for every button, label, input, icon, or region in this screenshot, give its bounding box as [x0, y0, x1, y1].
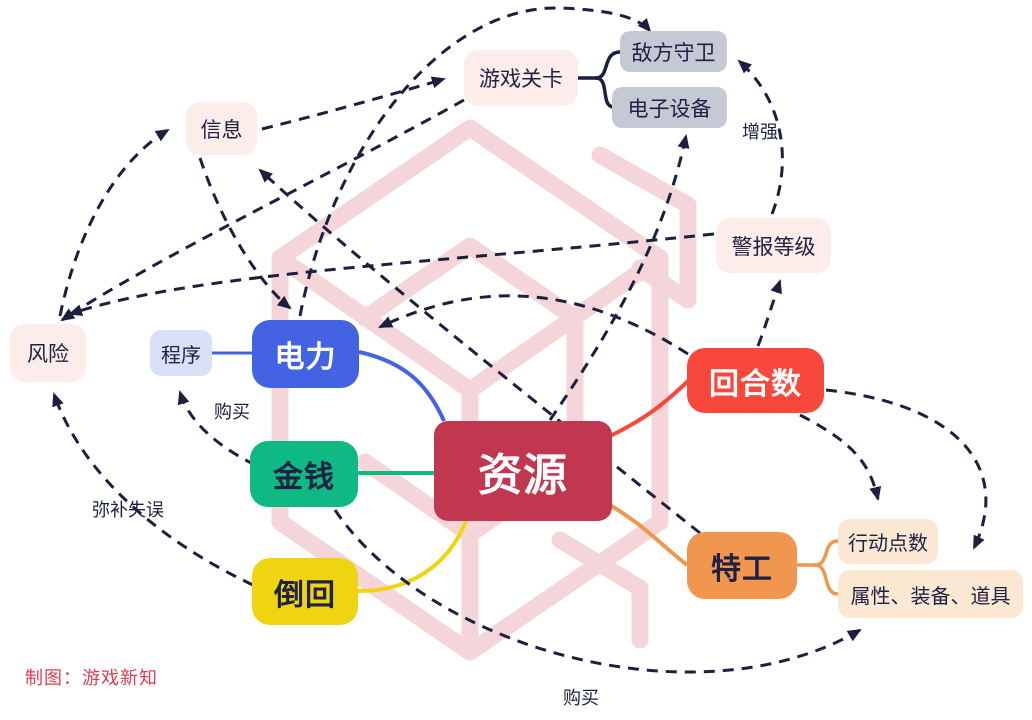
bracket-agent: [795, 539, 840, 596]
edge-power-devices: [548, 134, 690, 421]
edge-rewind-risk: [52, 392, 254, 587]
edge-label-enhance: 增强: [742, 122, 778, 142]
node-action-points: 行动点数: [838, 519, 938, 564]
bracket-game-level: [576, 50, 622, 109]
edge-turns-action-points: [799, 413, 882, 501]
node-game-level: 游戏关卡: [464, 50, 578, 106]
edge-power-enemy-guards: [298, 6, 652, 317]
node-power: 电力: [252, 320, 359, 388]
edge-game-level-risk: [60, 98, 465, 322]
node-attributes-equipment-items: 属性、装备、道具: [838, 570, 1023, 618]
node-enemy-guards: 敌方守卫: [620, 31, 727, 72]
edge-risk-info: [58, 128, 170, 317]
edge-alarm-risk: [68, 232, 715, 316]
edge-turns-attributes: [825, 388, 988, 550]
edge-agent-info: [258, 168, 701, 535]
node-alarm-level: 警报等级: [716, 218, 831, 273]
edge-turns-power: [378, 294, 689, 356]
link-power-resources: [358, 350, 446, 422]
link-resources-agent: [608, 503, 689, 567]
node-info: 信息: [186, 102, 257, 155]
edge-label-make-up-mistakes: 弥补失误: [92, 500, 164, 520]
edge-money-attributes: [333, 509, 862, 674]
node-rewind: 倒回: [252, 558, 358, 625]
edge-label-buy-program: 购买: [214, 402, 250, 422]
node-agent: 特工: [687, 532, 797, 599]
link-rewind-resources: [357, 520, 468, 593]
node-program: 程序: [150, 330, 212, 376]
edge-alarm-enemy-guards: [737, 59, 784, 215]
node-turns: 回合数: [687, 348, 824, 413]
edge-turns-alarm: [756, 279, 782, 347]
link-resources-turns: [609, 379, 690, 438]
edge-label-buy-items: 购买: [563, 688, 599, 708]
edge-info-game-level: [261, 76, 446, 131]
credit-text: 制图：游戏新知: [25, 668, 158, 688]
node-resources: 资源: [434, 421, 612, 521]
node-electronic-devices: 电子设备: [612, 87, 727, 128]
edge-info-power: [198, 157, 292, 310]
edge-money-program: [177, 390, 256, 467]
node-risk: 风险: [10, 324, 86, 382]
node-money: 金钱: [250, 441, 358, 507]
